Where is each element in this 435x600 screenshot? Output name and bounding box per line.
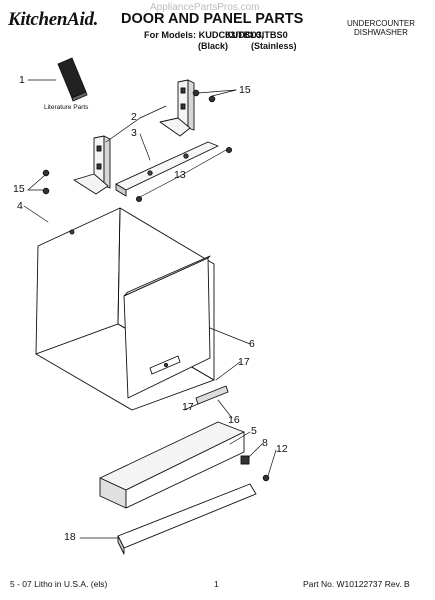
brand-logo: KitchenAid. <box>8 9 99 30</box>
callout-8: 8 <box>262 437 268 449</box>
side-panel <box>35 207 215 411</box>
callout-13: 13 <box>174 169 186 181</box>
callout-16: 16 <box>228 414 240 426</box>
callout-12: 12 <box>276 443 288 455</box>
product-type-line2: DISHWASHER <box>354 28 408 37</box>
page-number: 1 <box>214 579 219 589</box>
litho-note: 5 - 07 Litho in U.S.A. (els) <box>10 579 108 589</box>
screws <box>42 89 233 203</box>
product-type-line1: UNDERCOUNTER <box>347 19 415 28</box>
spring-rail <box>115 141 219 197</box>
callout-5: 5 <box>251 425 257 437</box>
part-number: Part No. W10122737 Rev. B <box>303 579 410 589</box>
models-value: KUDC03ITBS0 <box>225 30 288 40</box>
literature-booklet <box>57 57 88 102</box>
callout-17-left: 17 <box>182 401 194 413</box>
callout-17-right: 17 <box>238 356 250 368</box>
models-label: For Models: KUDC03ITBL0, <box>144 30 264 40</box>
leader-lines <box>23 79 277 539</box>
finish-black: (Black) <box>198 41 229 51</box>
page-title: DOOR AND PANEL PARTS <box>121 11 304 27</box>
finish-stainless: (Stainless) <box>251 41 297 51</box>
door-panel <box>123 255 211 399</box>
callout-18: 18 <box>64 531 76 543</box>
screw-12 <box>262 474 270 482</box>
end-bracket <box>240 455 250 465</box>
literature-parts-label: Literature Parts <box>44 104 89 111</box>
hinge-right <box>159 79 195 137</box>
callout-3: 3 <box>131 127 137 139</box>
kickplate-bracket <box>99 421 245 509</box>
callout-15-left: 15 <box>13 183 25 195</box>
toe-panel <box>117 483 257 555</box>
callout-4: 4 <box>17 200 23 212</box>
callout-2: 2 <box>131 111 137 123</box>
product-type: UNDERCOUNTER DISHWASHER <box>346 19 416 37</box>
callout-15-top: 15 <box>239 84 251 96</box>
hinge-left <box>73 135 111 195</box>
callout-1: 1 <box>19 74 25 86</box>
watermark: AppliancePartsPros.com <box>150 2 260 13</box>
door-handle <box>195 385 229 405</box>
callout-6: 6 <box>249 338 255 350</box>
